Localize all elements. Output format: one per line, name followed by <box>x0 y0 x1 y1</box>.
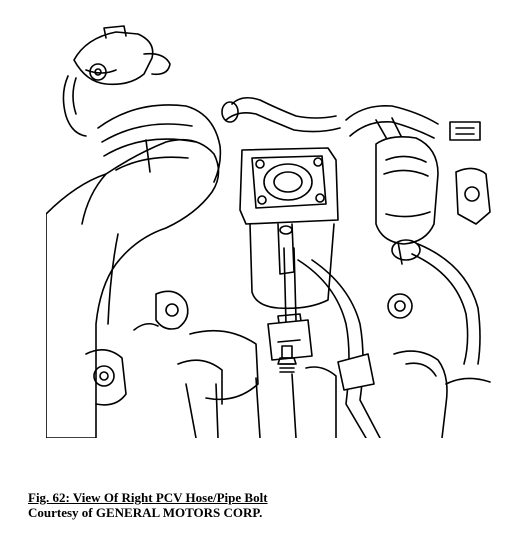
upper-hoses <box>221 96 481 161</box>
lower-engine <box>85 290 491 438</box>
curved-hose <box>297 259 381 438</box>
pcv-hose <box>267 247 313 373</box>
intake-duct <box>46 104 222 438</box>
engine-line-drawing <box>46 25 491 438</box>
figure-caption: Fig. 62: View Of Right PCV Hose/Pipe Bol… <box>28 490 268 520</box>
electrical-connector <box>62 25 171 137</box>
right-tube-assembly <box>375 136 491 365</box>
figure-credit: Courtesy of GENERAL MOTORS CORP. <box>28 505 263 520</box>
figure-title: Fig. 62: View Of Right PCV Hose/Pipe Bol… <box>28 490 268 505</box>
valve-body <box>239 147 339 310</box>
